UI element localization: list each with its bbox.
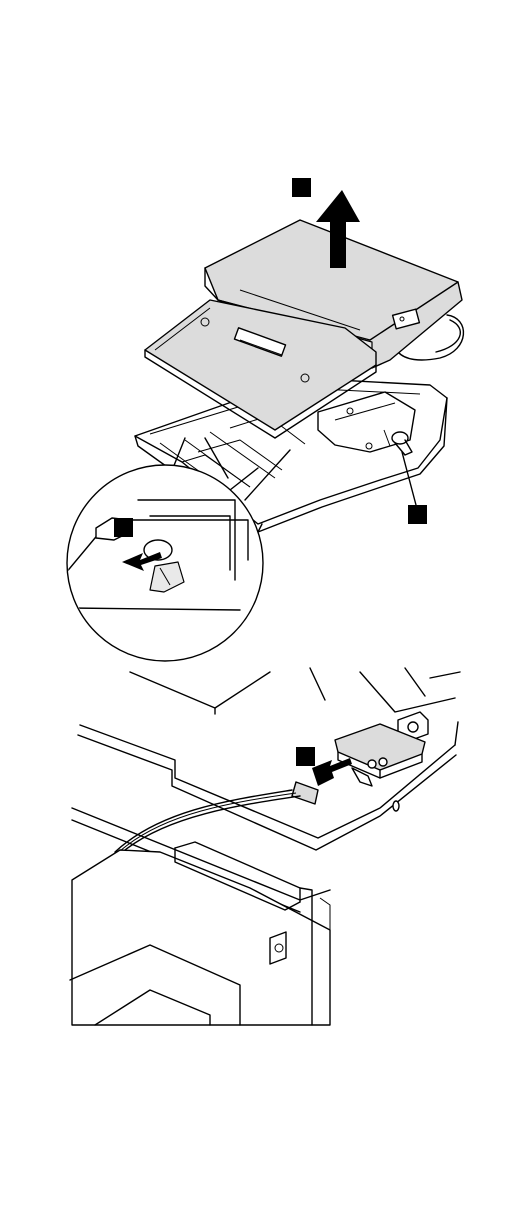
bottom-connector-illustration [70,668,460,1025]
top-assembly-illustration [60,178,463,661]
step-marker-screw [408,505,427,524]
step-marker-connector [296,747,315,766]
step-marker-top-arrow [292,178,311,197]
unplug-arrow [312,758,352,786]
detail-magnifier [60,465,263,661]
step-marker-detail [114,518,133,537]
